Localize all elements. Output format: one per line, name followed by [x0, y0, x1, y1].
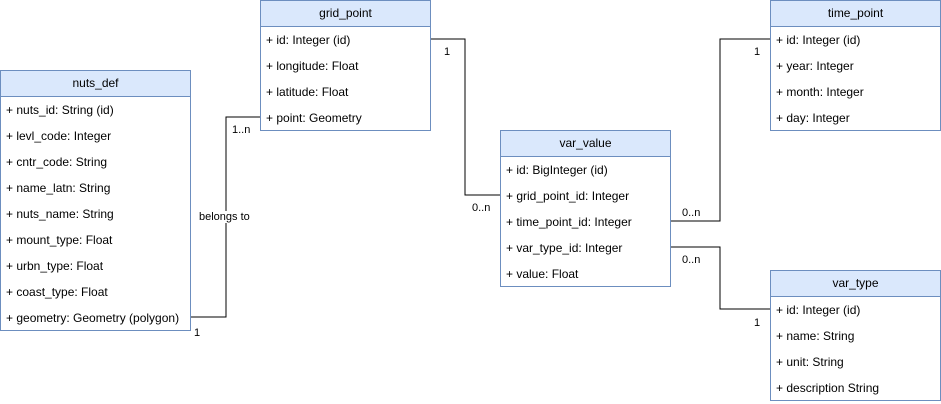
attribute-row: + value: Float — [506, 267, 579, 281]
attribute-row: + latitude: Float — [266, 85, 349, 99]
connector-time-point-var-value — [670, 38, 770, 222]
multiplicity-grid-point-side: 1..n — [232, 124, 251, 136]
attribute-row: + id: Integer (id) — [776, 33, 861, 47]
attribute-row: + year: Integer — [776, 59, 854, 73]
connector-grid-point-var-value — [430, 38, 500, 196]
multiplicity-nuts-def-side: 1 — [194, 327, 201, 339]
attribute-row: + id: BigInteger (id) — [506, 163, 608, 177]
multiplicity-var-type-source: 1 — [754, 317, 761, 329]
attribute-row: + cntr_code: String — [6, 155, 108, 169]
attribute-row: + id: Integer (id) — [266, 33, 351, 47]
connector-var-type-var-value — [670, 246, 770, 310]
attribute-row: + name: String — [776, 329, 855, 343]
entity-var-value[interactable]: var_value + id: BigInteger (id) + grid_p… — [500, 130, 671, 287]
entity-nuts-def[interactable]: nuts_def + nuts_id: String (id) + levl_c… — [0, 70, 191, 331]
multiplicity-time-point-source: 1 — [754, 46, 761, 58]
attribute-row: + month: Integer — [776, 85, 864, 99]
attribute-row: + unit: String — [776, 355, 844, 369]
attribute-row: + grid_point_id: Integer — [506, 189, 630, 203]
entity-time-point[interactable]: time_point + id: Integer (id) + year: In… — [770, 0, 941, 131]
attribute-row: + description String — [776, 381, 880, 395]
attribute-row: + name_latn: String — [6, 181, 111, 195]
entity-grid-point[interactable]: grid_point + id: Integer (id) + longitud… — [260, 0, 431, 131]
attribute-row: + var_type_id: Integer — [506, 241, 623, 255]
attribute-row: + day: Integer — [776, 111, 850, 125]
attribute-row: + point: Geometry — [266, 111, 362, 125]
entity-header-nuts-def: nuts_def — [1, 71, 190, 97]
attribute-row: + levl_code: Integer — [6, 129, 112, 143]
relation-label-belongs-to: belongs to — [198, 211, 251, 223]
attribute-row: + longitude: Float — [266, 59, 359, 73]
attribute-row: + urbn_type: Float — [6, 259, 104, 273]
attribute-row: + coast_type: Float — [6, 285, 108, 299]
attribute-row: + nuts_name: String — [6, 207, 114, 221]
attribute-row: + time_point_id: Integer — [506, 215, 632, 229]
attribute-row: + geometry: Geometry (polygon) — [6, 311, 180, 325]
attribute-row: + nuts_id: String (id) — [6, 103, 114, 117]
entity-header-var-value: var_value — [501, 131, 670, 157]
attribute-row: + mount_type: Float — [6, 233, 113, 247]
attribute-row: + id: Integer (id) — [776, 303, 861, 317]
multiplicity-var-value-type-side: 0..n — [682, 254, 701, 266]
multiplicity-var-value-grid-side: 0..n — [472, 202, 491, 214]
entity-header-var-type: var_type — [771, 271, 940, 297]
entity-var-type[interactable]: var_type + id: Integer (id) + name: Stri… — [770, 270, 941, 401]
entity-header-grid-point: grid_point — [261, 1, 430, 27]
multiplicity-grid-point-source: 1 — [444, 46, 451, 58]
entity-header-time-point: time_point — [771, 1, 940, 27]
multiplicity-var-value-time-side: 0..n — [682, 207, 701, 219]
